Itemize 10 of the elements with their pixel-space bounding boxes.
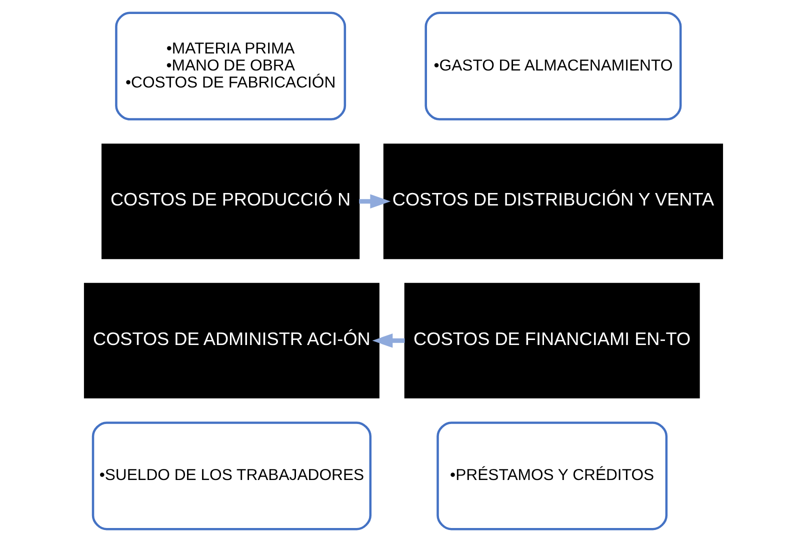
- node-box: •MATERIA PRIMA •MANO DE OBRA •COSTOS DE FABRICACIÓN: [115, 12, 346, 120]
- node-box: COSTOS DE FINANCIAMI EN-TO: [404, 282, 700, 398]
- node-box: COSTOS DE DISTRIBUCIÓN Y VENTA: [383, 144, 724, 260]
- node-box: COSTOS DE PRODUCCIÓ N: [102, 144, 360, 260]
- node-box: COSTOS DE ADMINISTR ACI-ÓN: [84, 282, 380, 398]
- arrow: [372, 333, 405, 348]
- node-box: •SUELDO DE LOS TRABAJADORES: [92, 422, 372, 530]
- node-box: •GASTO DE ALMACENAMIENTO: [424, 12, 682, 120]
- node-box: •PRÉSTAMOS Y CRÉDITOS: [436, 422, 668, 530]
- arrow: [359, 194, 391, 209]
